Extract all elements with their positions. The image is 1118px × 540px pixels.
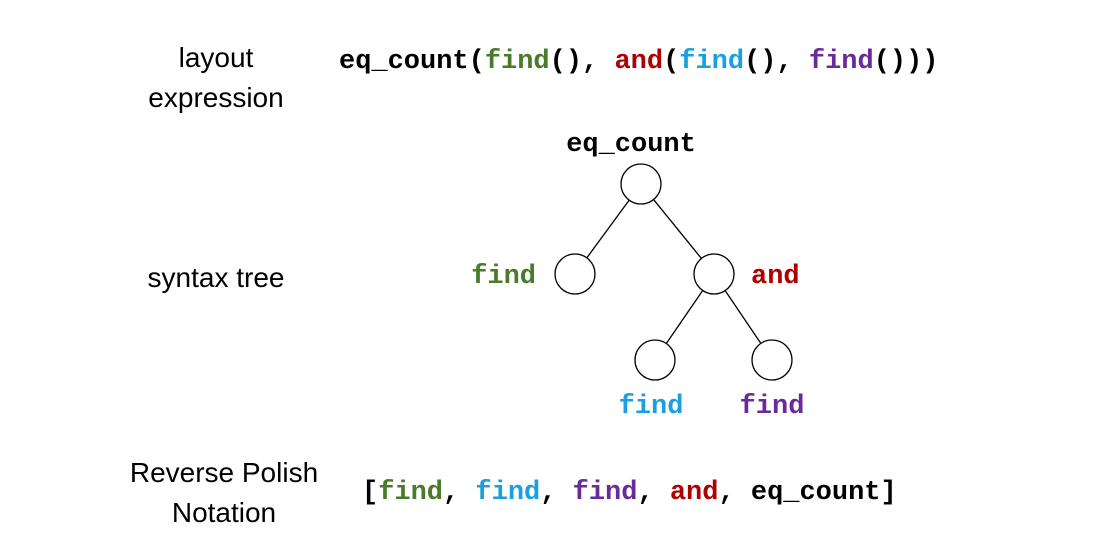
tree-node-root <box>620 163 662 205</box>
expression-token: (), <box>744 47 809 77</box>
rpn-code: [find, find, find, and, eq_count] <box>362 476 897 510</box>
expression-token: eq_count( <box>339 47 485 77</box>
tree-node-label-and-left: find <box>619 392 684 422</box>
rpn-label-line1: Reverse Polish <box>129 457 319 488</box>
layout-expression-code: eq_count(find(), and(find(), find())) <box>339 45 939 79</box>
tree-edge-and-and-left <box>665 290 704 344</box>
rpn-token: , <box>540 478 573 508</box>
rpn-token: find <box>378 478 444 508</box>
expression-token: ( <box>663 47 680 77</box>
syntax-tree-label-text: syntax tree <box>147 262 285 293</box>
tree-edge-root-and <box>653 199 702 259</box>
layout-label-line2: expression <box>148 82 284 113</box>
syntax-tree-label: syntax tree <box>148 258 285 298</box>
rpn-token: [ <box>362 478 379 508</box>
rpn-token: ] <box>880 478 897 508</box>
tree-edge-root-left <box>586 199 630 259</box>
tree-node-and-right <box>751 339 793 381</box>
tree-node-and-left <box>634 339 676 381</box>
tree-node-label-root: eq_count <box>566 130 696 160</box>
layout-label-line1: layout <box>178 42 254 73</box>
tree-edge-and-and-right <box>724 290 762 344</box>
rpn-token: eq_count <box>750 478 881 508</box>
rpn-token: and <box>669 478 719 508</box>
expression-token: (), <box>549 47 615 77</box>
rpn-token: , <box>718 478 751 508</box>
tree-node-left <box>554 253 596 295</box>
tree-node-label-left: find <box>471 262 536 292</box>
tree-node-label-and: and <box>751 262 800 292</box>
layout-expression-label: layout expression <box>148 38 283 118</box>
rpn-token: , <box>637 478 670 508</box>
rpn-token: , <box>443 478 476 508</box>
expression-token: find <box>484 47 550 77</box>
expression-token: find <box>679 47 745 77</box>
expression-token: find <box>808 47 874 77</box>
rpn-token: find <box>475 478 541 508</box>
tree-node-label-and-right: find <box>740 392 805 422</box>
rpn-label: Reverse Polish Notation <box>130 453 318 533</box>
rpn-token: find <box>572 478 638 508</box>
rpn-label-line2: Notation <box>171 497 277 528</box>
expression-token: ())) <box>873 47 939 77</box>
expression-token: and <box>614 47 664 77</box>
tree-node-and <box>693 253 735 295</box>
